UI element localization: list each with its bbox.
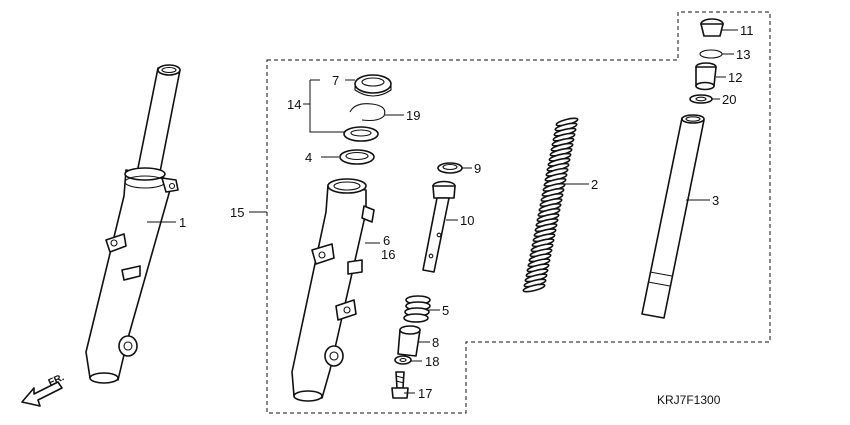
assembly-boundary: [266, 11, 771, 414]
part-6-bottom-case: [291, 178, 375, 402]
callout-16: 16: [381, 247, 395, 262]
direction-label: FR.: [47, 372, 66, 389]
front-direction-arrow: FR.: [21, 372, 66, 407]
part-10-damper-rod: [422, 180, 456, 273]
callout-19: 19: [406, 108, 420, 123]
spring-coil: [522, 283, 546, 293]
callout-17: 17: [418, 386, 432, 401]
part-18-washer: [394, 355, 412, 365]
callout-9: 9: [474, 161, 481, 176]
callout-7: 7: [332, 73, 339, 88]
diagram-code: KRJ7F1300: [657, 393, 721, 407]
leader-lines: [147, 29, 738, 394]
callout-13: 13: [736, 47, 750, 62]
part-13-o-ring: [699, 49, 723, 59]
callout-labels: 1 2 3 4 5 6 7 8 9 10 11 12 13 14 15 16 1…: [179, 23, 754, 401]
callout-11: 11: [740, 23, 754, 38]
part-14-seal-set: [343, 126, 379, 142]
part-17-bolt: [391, 371, 409, 399]
part-1-fork-assembly: [85, 64, 181, 384]
part-7-oil-seal: [354, 74, 392, 97]
part-11-fork-cap: [700, 18, 724, 37]
callout-6: 6: [383, 233, 390, 248]
part-3-fork-pipe: [641, 114, 705, 319]
callout-15: 15: [230, 205, 244, 220]
part-9-ring: [437, 162, 463, 174]
callout-3: 3: [712, 193, 719, 208]
callout-12: 12: [728, 70, 742, 85]
callout-8: 8: [432, 335, 439, 350]
part-8-oil-lock-piece: [397, 325, 421, 357]
part-19-clip: [349, 103, 386, 122]
part-20-spring-seat: [689, 94, 713, 104]
part-4-bushing: [339, 149, 375, 165]
part-2-fork-spring: [522, 117, 579, 293]
callout-14: 14: [287, 97, 301, 112]
part-12-spacer: [695, 62, 717, 91]
callout-10: 10: [460, 213, 474, 228]
callout-4: 4: [305, 150, 312, 165]
callout-5: 5: [442, 303, 449, 318]
part-5-rebound-spring: [403, 295, 431, 323]
callout-20: 20: [722, 92, 736, 107]
callout-18: 18: [425, 354, 439, 369]
callout-1: 1: [179, 215, 186, 230]
callout-2: 2: [591, 177, 598, 192]
